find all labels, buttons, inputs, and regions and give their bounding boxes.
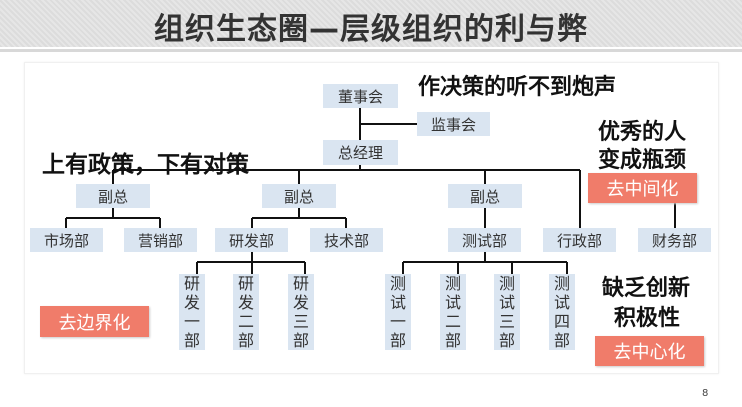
note-talent-1: 优秀的人 — [598, 120, 687, 145]
vp-box-2: 副总 — [262, 184, 336, 208]
char: 测 — [389, 274, 406, 293]
char: 部 — [292, 331, 309, 350]
char: 测 — [444, 274, 461, 293]
note-innovation-2: 积极性 — [614, 306, 681, 331]
char: 三 — [498, 312, 515, 331]
test-sub-3: 测试三部 — [494, 274, 520, 350]
vp-box-3: 副总 — [448, 184, 522, 208]
char: 测 — [553, 274, 570, 293]
board-box: 董事会 — [323, 84, 398, 108]
char: 部 — [553, 331, 570, 350]
char: 部 — [389, 331, 406, 350]
char: 试 — [553, 293, 570, 312]
note-talent-2: 变成瓶颈 — [598, 148, 687, 173]
note-policy: 上有政策，下有对策 — [42, 152, 249, 178]
test-sub-2: 测试二部 — [440, 274, 466, 350]
char: 试 — [389, 293, 406, 312]
char: 部 — [183, 331, 200, 350]
char: 测 — [498, 274, 515, 293]
char: 试 — [444, 293, 461, 312]
char: 试 — [498, 293, 515, 312]
char: 部 — [498, 331, 515, 350]
rd-sub-1: 研发一部 — [179, 274, 205, 350]
char: 发 — [292, 293, 309, 312]
sales-dept-box: 营销部 — [124, 228, 197, 252]
char: 三 — [292, 312, 309, 331]
tag-de-intermediate: 去中间化 — [588, 173, 697, 203]
slide-title: 组织生态圈—层级组织的利与弊 — [154, 12, 588, 47]
market-dept-box: 市场部 — [30, 228, 103, 252]
title-divider — [0, 49, 742, 52]
test-sub-1: 测试一部 — [385, 274, 411, 350]
char: 研 — [183, 274, 200, 293]
char: 四 — [553, 312, 570, 331]
vp-box-1: 副总 — [76, 184, 150, 208]
gm-box: 总经理 — [323, 140, 398, 165]
char: 一 — [183, 312, 200, 331]
char: 二 — [444, 312, 461, 331]
supervisors-box: 监事会 — [417, 112, 490, 136]
admin-dept-box: 行政部 — [543, 228, 616, 252]
tag-de-center: 去中心化 — [595, 336, 704, 366]
char: 部 — [444, 331, 461, 350]
page-number: 8 — [702, 388, 709, 399]
char: 发 — [237, 293, 254, 312]
rd-dept-box: 研发部 — [215, 228, 288, 252]
finance-dept-box: 财务部 — [638, 228, 711, 252]
title-bar — [0, 0, 742, 47]
rd-sub-3: 研发三部 — [288, 274, 314, 350]
char: 一 — [389, 312, 406, 331]
tag-de-boundary: 去边界化 — [40, 306, 149, 337]
char: 发 — [183, 293, 200, 312]
note-innovation-1: 缺乏创新 — [602, 276, 691, 301]
tech-dept-box: 技术部 — [310, 228, 383, 252]
char: 研 — [292, 274, 309, 293]
char: 二 — [237, 312, 254, 331]
char: 部 — [237, 331, 254, 350]
test-sub-4: 测试四部 — [549, 274, 575, 350]
char: 研 — [237, 274, 254, 293]
note-decision: 作决策的听不到炮声 — [418, 75, 617, 100]
test-dept-box: 测试部 — [448, 228, 521, 252]
rd-sub-2: 研发二部 — [233, 274, 259, 350]
